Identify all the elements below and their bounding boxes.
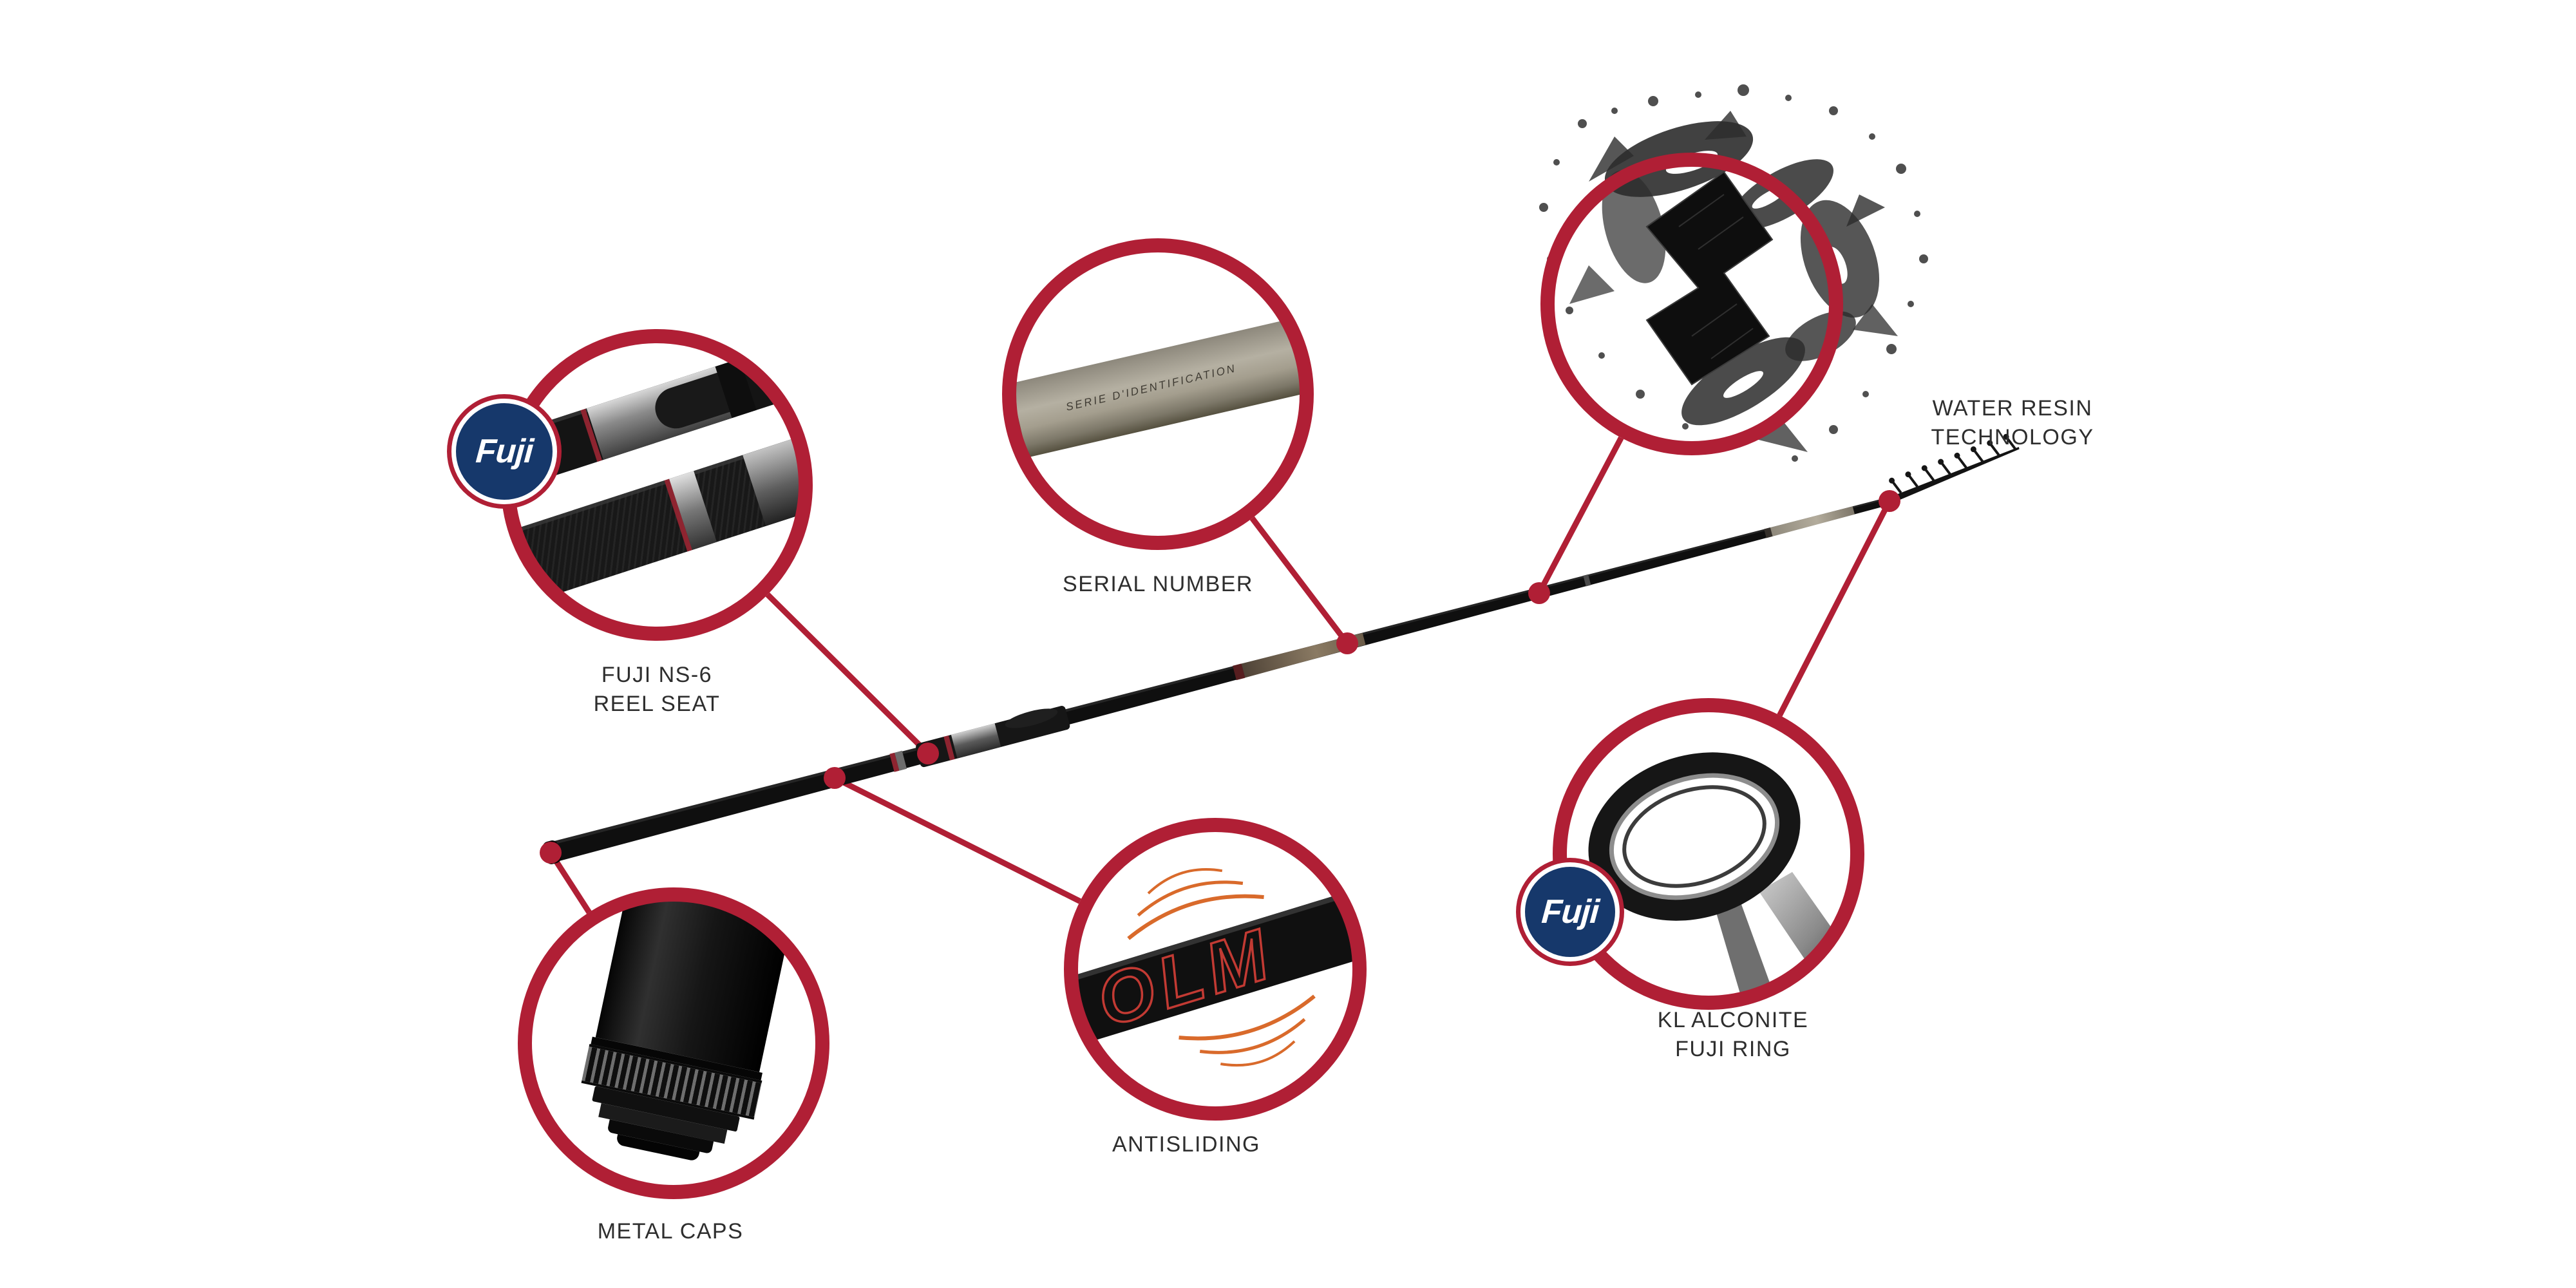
rod-tip — [1891, 447, 2020, 503]
rod-bronze-section — [1241, 633, 1366, 678]
rod-reel-seat — [916, 706, 1070, 768]
fishing-rod — [542, 433, 2020, 864]
rod-point-water — [1528, 582, 1550, 604]
rod-point-kl-ring — [1879, 490, 1900, 512]
rod-upper-section — [1770, 506, 1855, 536]
kl-ring-label: KL ALCONITE FUJI RING — [1657, 1008, 1809, 1061]
fuji-logo-text-2: Fuji — [1540, 893, 1600, 931]
callout-kl-ring-ring — [1553, 698, 1864, 1010]
callout-metal-caps-ring — [518, 887, 829, 1199]
callout-antisliding-ring — [1064, 818, 1367, 1121]
antisliding-label: ANTISLIDING — [1112, 1132, 1260, 1157]
rod-point-serial — [1336, 632, 1358, 654]
rod-point-reel-seat — [917, 743, 939, 764]
rod-points — [540, 490, 1900, 864]
fuji-logo-badge: Fuji — [451, 399, 557, 504]
callout-water-resin — [1539, 84, 1928, 462]
callout-kl-ring — [1553, 698, 1864, 1010]
water-resin-label: WATER RESIN TECHNOLOGY — [1931, 396, 2094, 450]
rod-point-metal-caps — [540, 842, 562, 864]
fuji-logo-text: Fuji — [474, 433, 535, 470]
callout-serial-number: SERIE D'IDENTIFICATION — [1002, 238, 1314, 550]
callout-metal-caps — [518, 887, 829, 1199]
callout-reel-seat-ring — [501, 329, 813, 641]
callout-antisliding: OLM — [1064, 818, 1367, 1121]
reel-seat-label: FUJI NS-6 REEL SEAT — [593, 663, 721, 716]
callout-serial-ring — [1002, 238, 1314, 550]
callout-water-ring — [1540, 153, 1843, 455]
rod-tip-guides — [1889, 433, 2016, 494]
rod-point-antisliding — [824, 767, 846, 789]
serial-number-label: SERIAL NUMBER — [1063, 572, 1253, 596]
callout-reel-seat — [501, 329, 813, 641]
fuji-logo-badge-2: Fuji — [1520, 862, 1620, 961]
metal-caps-label: METAL CAPS — [597, 1219, 744, 1244]
